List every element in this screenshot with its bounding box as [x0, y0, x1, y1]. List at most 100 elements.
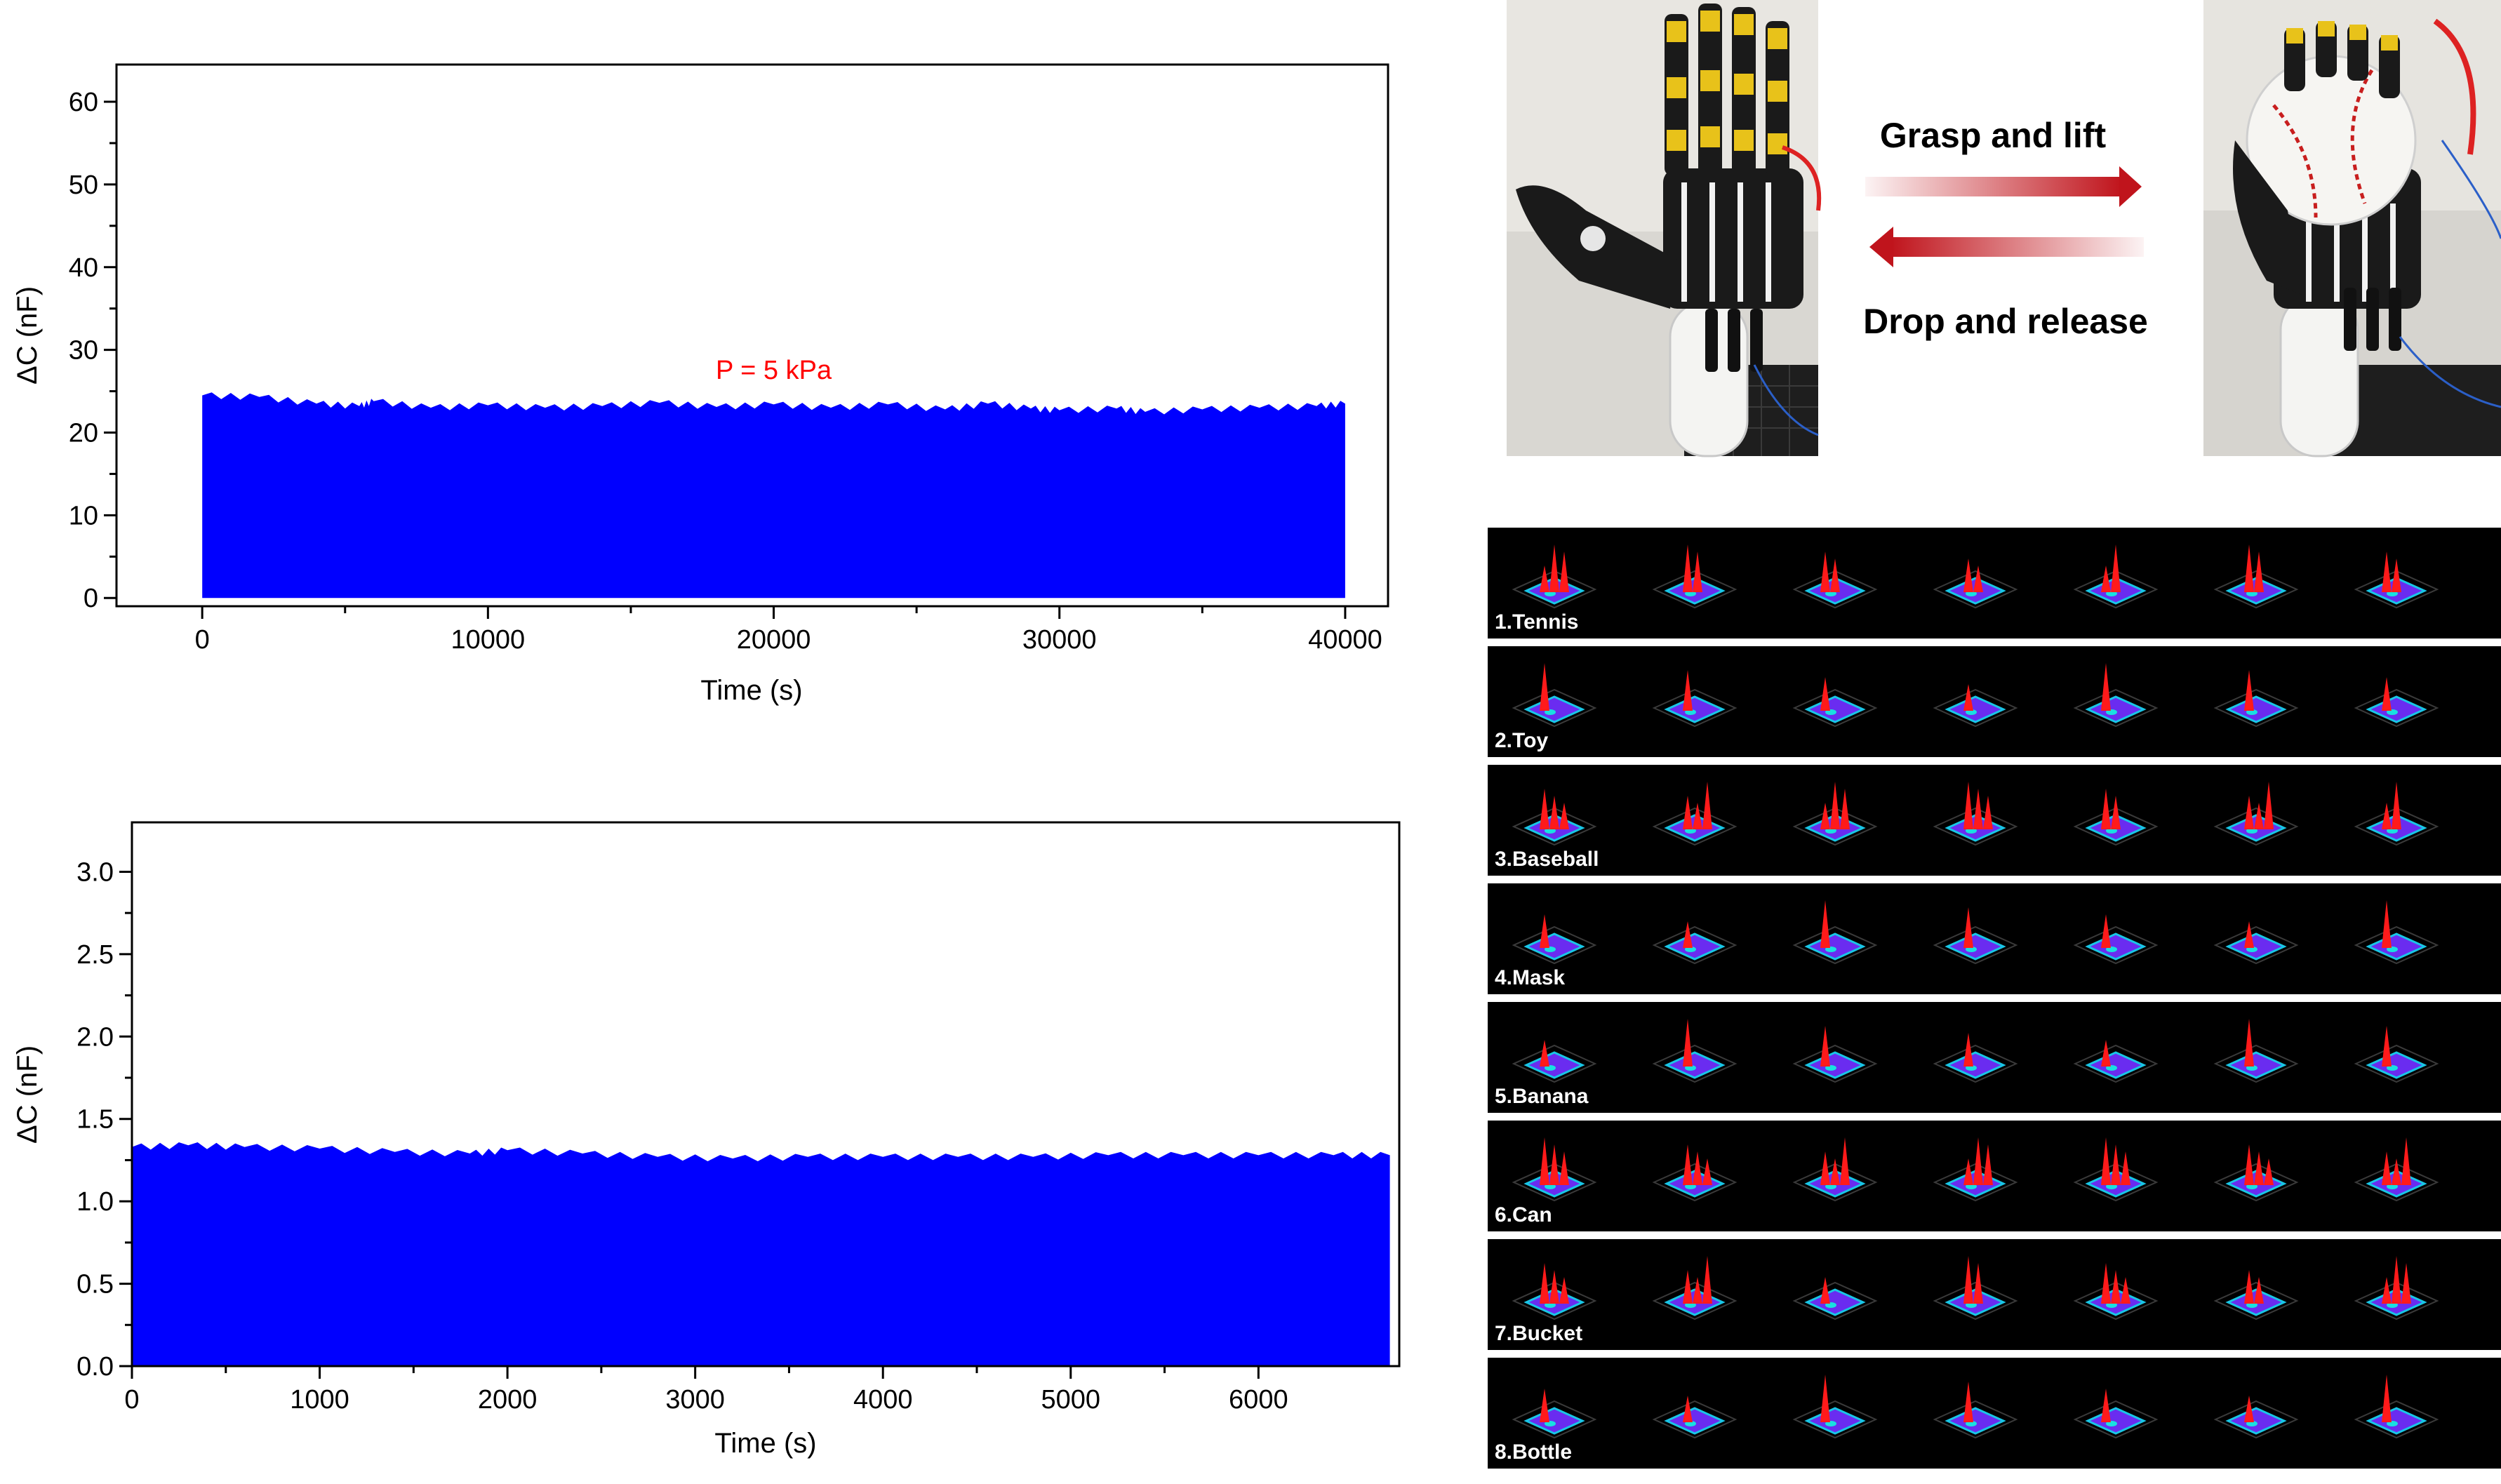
- y-tick-label: 30: [69, 336, 98, 366]
- tactile-map-frame: [1933, 1137, 2018, 1202]
- tactile-map-frame: [2073, 663, 2159, 728]
- pressure-peak: [1963, 907, 1973, 948]
- x-tick-label: 0: [124, 1385, 139, 1415]
- pressure-peak: [2101, 914, 2111, 948]
- tactile-map-frame: [2213, 1019, 2299, 1083]
- pressure-peak: [2101, 789, 2111, 829]
- y-tick-label: 0: [84, 584, 98, 613]
- y-tick-label: 1.0: [76, 1187, 114, 1217]
- tactile-row: 3.Baseball: [1488, 765, 2501, 876]
- tactile-map-frame: [1792, 677, 1878, 728]
- tactile-map-frame: [1792, 1026, 1878, 1083]
- pressure-peak: [1702, 1158, 1712, 1185]
- tactile-map-frame: [2073, 1137, 2159, 1202]
- pressure-peak: [2244, 1144, 2254, 1185]
- y-tick-label: 60: [69, 88, 98, 117]
- pressure-peak: [1540, 789, 1549, 829]
- tactile-map-frame: [2354, 1026, 2439, 1083]
- tactile-map-frame: [2354, 782, 2439, 846]
- chart-top-ylabel: ΔC (nF): [12, 286, 43, 385]
- pressure-peak: [2101, 1263, 2111, 1304]
- tactile-map-frame: [2354, 1256, 2439, 1321]
- pressure-peak: [2111, 796, 2121, 829]
- tactile-map-frame: [1933, 559, 2018, 609]
- tactile-map-frame: [2073, 789, 2159, 846]
- pressure-peak: [1973, 1137, 1983, 1185]
- pressure-peak: [1693, 1151, 1702, 1185]
- tactile-map-frame: [1512, 1263, 1597, 1321]
- chart-top-annotation: P = 5 kPa: [716, 356, 832, 385]
- pressure-peak: [2244, 796, 2254, 829]
- tactile-row-background: [1488, 1002, 2501, 1113]
- tactile-row-label: 3.Baseball: [1495, 848, 1599, 871]
- tactile-map-frame: [1652, 921, 1738, 965]
- chart-top-frame: [115, 63, 1389, 608]
- tactile-map-frame: [2073, 1263, 2159, 1321]
- drop-release-label: Drop and release: [1863, 302, 2148, 341]
- chart-bottom-ylabel: ΔC (nF): [12, 1045, 43, 1144]
- pressure-peak: [1693, 552, 1702, 592]
- tactile-map-frame: [2354, 1375, 2439, 1439]
- pressure-peak: [1830, 782, 1840, 829]
- tactile-map-frame: [1512, 663, 1597, 728]
- tactile-map-frame: [2073, 544, 2159, 609]
- tactile-map-frame: [1933, 782, 2018, 846]
- tactile-map-frame: [1512, 544, 1597, 609]
- pressure-peak: [2254, 1277, 2264, 1304]
- pressure-peak: [1683, 544, 1693, 592]
- tactile-row-label: 5.Banana: [1495, 1085, 1589, 1108]
- pressure-peak: [2111, 1270, 2121, 1304]
- pressure-peak: [2111, 1144, 2121, 1185]
- chart-top-data-area: [202, 392, 1345, 599]
- pressure-peak: [1963, 1158, 1973, 1185]
- pressure-peak: [2264, 1158, 2274, 1185]
- pressure-peak: [1963, 1033, 1973, 1067]
- pressure-peak: [1963, 684, 1973, 711]
- pressure-peak: [2244, 1019, 2254, 1067]
- pressure-peak: [2254, 803, 2264, 829]
- x-tick-label: 20000: [737, 625, 811, 655]
- pressure-peak: [1683, 670, 1693, 711]
- pressure-peak: [1830, 559, 1840, 592]
- tactile-row: 6.Can: [1488, 1121, 2501, 1231]
- pressure-peak: [2101, 1389, 2111, 1422]
- tactile-row-label: 4.Mask: [1495, 966, 1565, 989]
- tactile-map-frame: [1512, 1137, 1597, 1202]
- x-tick-label: 4000: [853, 1385, 913, 1415]
- pressure-peak: [2244, 670, 2254, 711]
- tactile-map-frame: [1652, 782, 1738, 846]
- pressure-peak: [2101, 1137, 2111, 1185]
- tactile-map-frame: [1933, 1382, 2018, 1439]
- tactile-map-frame: [1792, 552, 1878, 609]
- y-tick-label: 10: [69, 501, 98, 530]
- pressure-peak: [1820, 552, 1830, 592]
- chart-top-xlabel: Time (s): [700, 675, 802, 706]
- hand-fingers: [1665, 4, 1789, 175]
- pressure-peak: [1540, 1137, 1549, 1185]
- tactile-row: 7.Bucket: [1488, 1239, 2501, 1350]
- tactile-map-frame: [2213, 782, 2299, 846]
- pressure-peak: [1540, 1040, 1549, 1067]
- pressure-peak: [1693, 803, 1702, 829]
- tactile-map-frame: [2213, 1396, 2299, 1439]
- pressure-peak: [1540, 1263, 1549, 1304]
- photo-grasping-hand: [2203, 0, 2501, 457]
- pressure-peak: [1559, 1277, 1569, 1304]
- tactile-map-frame: [1652, 544, 1738, 609]
- y-tick-label: 40: [69, 253, 98, 283]
- tactile-map-frame: [2073, 914, 2159, 965]
- pressure-peak: [1559, 552, 1569, 592]
- tactile-map-frame: [1933, 1033, 2018, 1083]
- pressure-peak: [2382, 1151, 2392, 1185]
- pressure-peak: [1983, 796, 1993, 829]
- tactile-map-frame: [1792, 1375, 1878, 1439]
- x-tick-label: 2000: [478, 1385, 538, 1415]
- pressure-peak: [2382, 1026, 2392, 1067]
- y-tick-label: 3.0: [76, 857, 114, 887]
- tactile-map-frame: [1652, 1019, 1738, 1083]
- y-tick-label: 0.0: [76, 1352, 114, 1382]
- tactile-map-frame: [1652, 1256, 1738, 1321]
- pressure-peak: [1540, 1389, 1549, 1422]
